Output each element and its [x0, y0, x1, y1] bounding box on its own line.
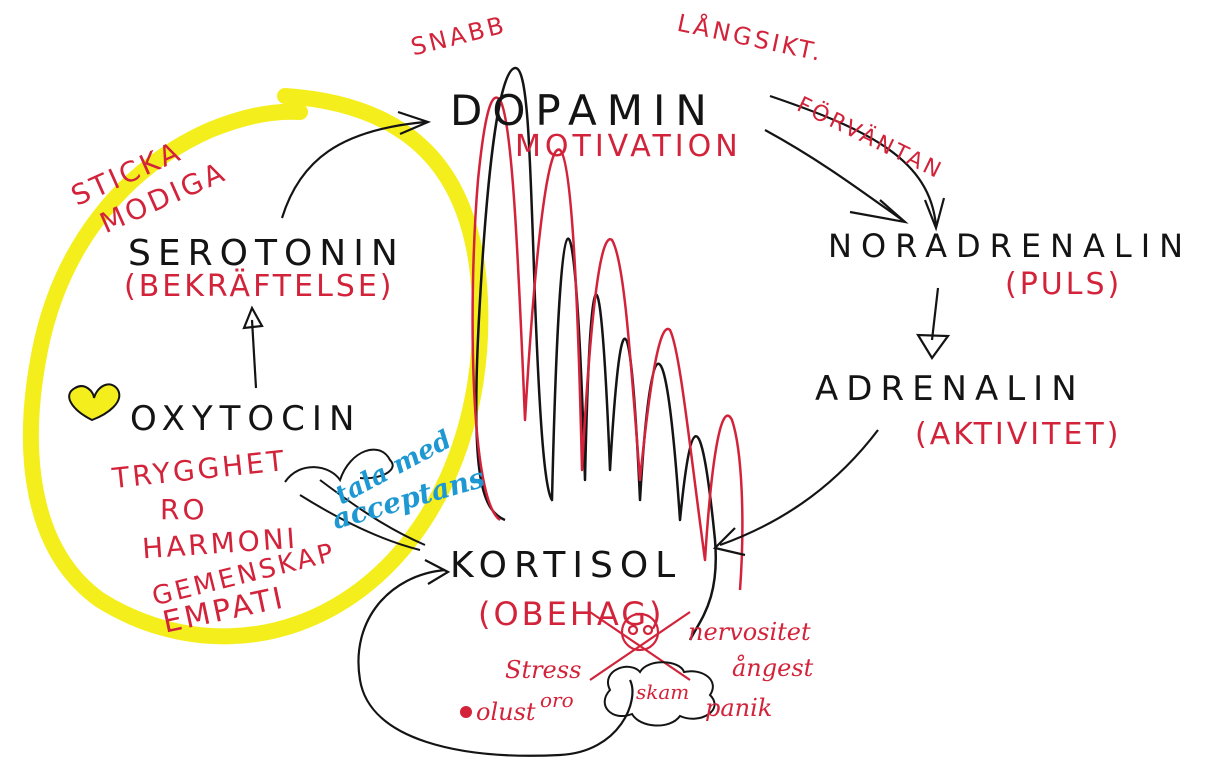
arrow-oxytocin-serotonin [250, 319, 258, 389]
arrowhead-kortisol-loop [424, 559, 451, 585]
skull-icon [589, 611, 691, 681]
label-aktivitet: (AKTIVITET) [915, 417, 1122, 452]
arrowhead-serotonin [242, 305, 264, 330]
olust-dot [460, 706, 472, 718]
label-nervositet: nervositet [688, 618, 811, 646]
arrow-noradrenalin-adrenalin [930, 287, 940, 341]
black-wave-line [474, 66, 718, 641]
heart-icon [68, 383, 121, 422]
arrowhead-adrenalin [916, 333, 951, 360]
label-panik: panik [705, 694, 773, 722]
label-stress: Stress [505, 656, 582, 684]
arrow-dopamin-noradrenalin-2 [764, 129, 906, 223]
arrow-dopamin-noradrenalin [769, 94, 938, 227]
node-dopamin: DOPAMIN [450, 86, 717, 135]
label-oro: oro [540, 688, 574, 712]
arrowhead-noradrenalin [923, 197, 946, 232]
node-adrenalin: ADRENALIN [815, 369, 1085, 409]
label-skam: skam [636, 680, 690, 704]
kortisol-loop [357, 568, 634, 757]
label-bekraftelse: (BEKRÄFTELSE) [124, 269, 395, 304]
red-wave-line [471, 96, 744, 591]
label-puls: (PULS) [1005, 267, 1123, 302]
label-motivation: MOTIVATION [515, 129, 742, 164]
node-noradrenalin: NORADRENALIN [828, 227, 1193, 265]
label-olust: olust [476, 698, 536, 726]
label-obehag: (OBEHAG) [478, 595, 665, 633]
yellow-highlight-loop [22, 88, 489, 645]
arrowhead-dopamin [397, 110, 432, 136]
arrowhead-kortisol [712, 527, 746, 557]
arrow-adrenalin-kortisol [719, 429, 879, 547]
node-serotonin: SEROTONIN [128, 233, 405, 274]
finger-sketch [284, 448, 426, 551]
node-oxytocin: OXYTOCIN [130, 399, 362, 439]
arrow-serotonin-dopamin [280, 120, 426, 219]
skam-cloud [603, 661, 716, 727]
node-kortisol: KORTISOL [450, 545, 683, 586]
oxytocin-quality-1: RO [160, 493, 208, 526]
label-angest: ångest [732, 654, 814, 682]
arrowhead-noradrenalin-2 [849, 199, 909, 224]
